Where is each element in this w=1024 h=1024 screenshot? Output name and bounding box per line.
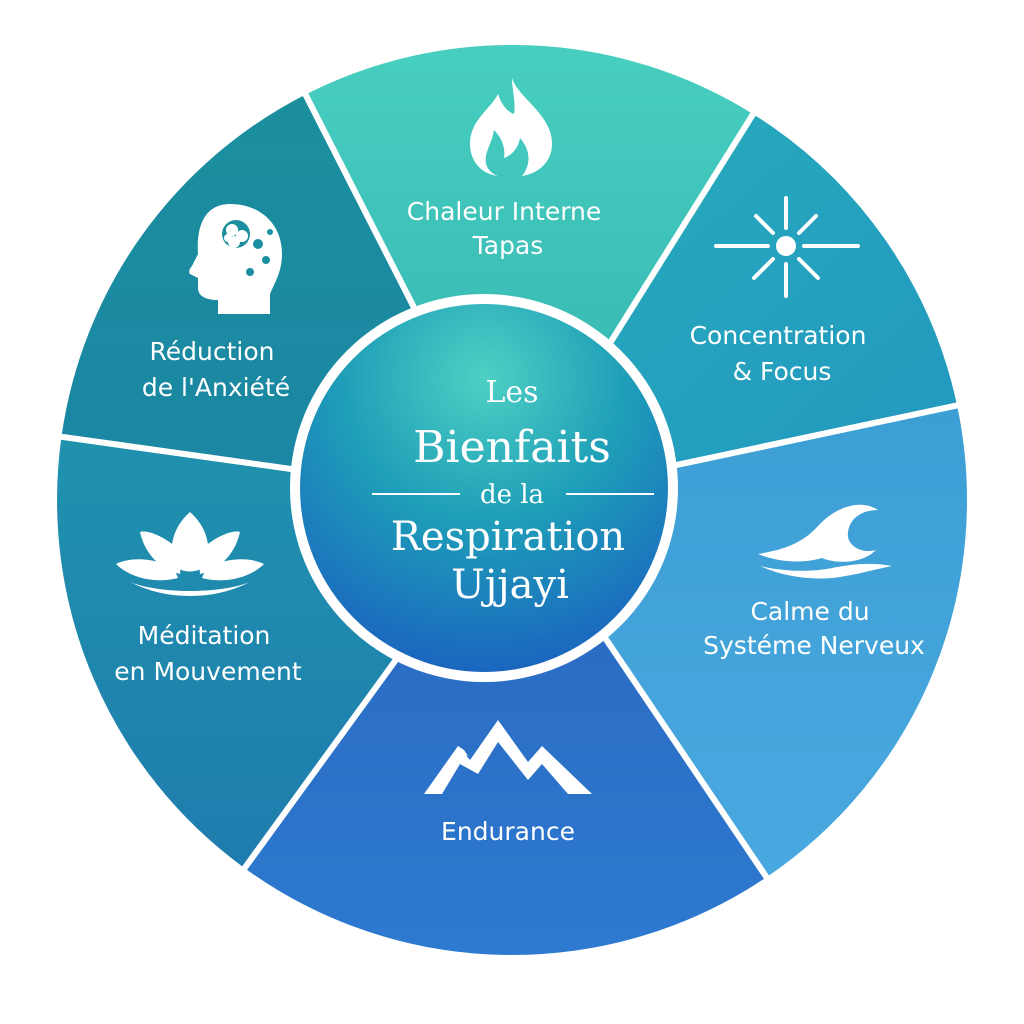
segment-label-meditation: Méditation en Mouvement [114,621,302,686]
segment-label-endurance-line1: Endurance [441,817,575,846]
segment-label-calme: Calme du Systéme Nerveux [703,597,925,660]
head-icon [189,204,282,314]
wave-icon [758,504,892,579]
segment-label-meditation-line1: Méditation [138,621,271,650]
segment-label-meditation-line2: en Mouvement [114,657,302,686]
segment-label-concentration: Concentration & Focus [690,321,875,386]
segment-label-calme-line1: Calme du [750,597,869,626]
sun-icon [714,196,860,298]
segment-label-concentration-line1: Concentration [690,321,867,350]
segment-label-chaleur-line2: Tapas [472,231,544,260]
segment-label-endurance: Endurance [441,817,575,846]
center-hub: Les Bienfaits de la Respiration Ujjayi [290,294,678,682]
segment-label-chaleur: Chaleur Interne Tapas [407,197,609,260]
segment-label-anxiete: Réduction de l'Anxiété [142,337,290,402]
segment-label-anxiete-line2: de l'Anxiété [142,373,290,402]
segment-endurance [239,497,772,961]
center-title-bienfaits: Bienfaits [413,422,611,473]
segment-label-concentration-line2: & Focus [733,357,832,386]
center-title-de-la: de la [480,480,544,510]
segment-label-anxiete-line1: Réduction [150,337,275,366]
segment-label-chaleur-line1: Chaleur Interne [407,197,601,226]
mountain-icon [424,720,592,794]
lotus-icon [116,512,264,596]
center-title-ujjayi: Ujjayi [451,562,569,608]
segment-label-calme-line2: Systéme Nerveux [703,631,925,660]
center-title-les: Les [485,375,538,410]
center-title-respiration: Respiration [391,514,625,560]
segment-chaleur [301,39,758,503]
flame-icon [470,78,552,176]
